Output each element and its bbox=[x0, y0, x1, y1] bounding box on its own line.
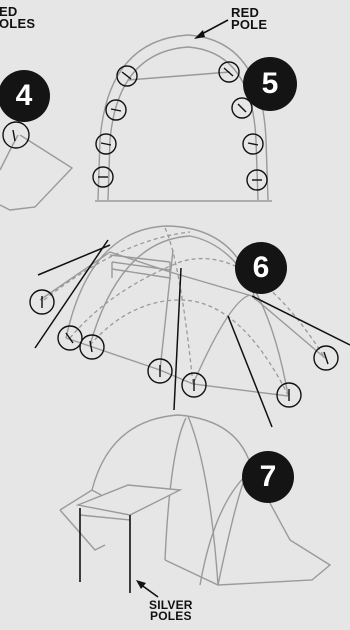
step-5-badge: 5 bbox=[243, 57, 297, 111]
step-4-clip-icon bbox=[3, 122, 29, 148]
step-7-silver-poles bbox=[80, 508, 130, 593]
silver-poles-label: SILVER POLES bbox=[149, 600, 193, 622]
red-pole-label: RED POLE bbox=[231, 7, 267, 31]
step-5-clip-icons bbox=[93, 62, 267, 190]
step-7-badge: 7 bbox=[242, 451, 294, 503]
red-poles-partial-label: ED OLES bbox=[0, 6, 35, 30]
step-6-clip-icons bbox=[30, 290, 338, 407]
step-6-callout-lines bbox=[35, 240, 350, 427]
step-4-badge: 4 bbox=[0, 70, 50, 122]
step-6-badge: 6 bbox=[235, 242, 287, 294]
